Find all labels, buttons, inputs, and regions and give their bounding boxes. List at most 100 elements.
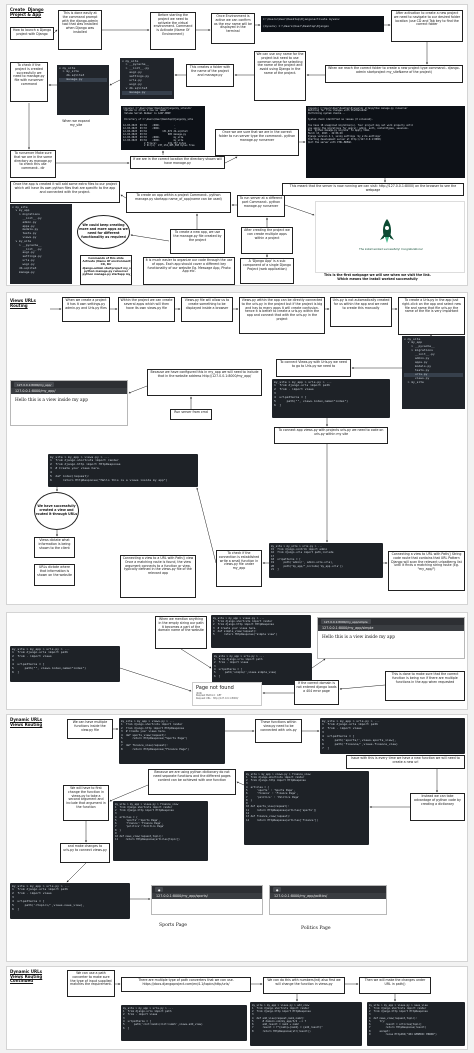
- tree-item[interactable]: __init__.py: [12, 215, 42, 220]
- tree-item[interactable]: > migrations: [12, 212, 40, 217]
- tree-item[interactable]: tests.py: [404, 368, 430, 373]
- tree-item[interactable]: settings.py: [122, 74, 150, 79]
- address-bar[interactable]: 127.0.0.1:8000/my_app/politics/: [270, 893, 386, 899]
- tree-item[interactable]: apps.py: [404, 360, 428, 365]
- code-urls-int: my_site > my_app > urls.py > ... 1 from …: [121, 1005, 247, 1041]
- slide-views-urls-routing: Views URLs Routing When we create a proj…: [6, 292, 468, 605]
- tree-item[interactable]: __init__.py: [12, 246, 42, 251]
- not-found-sub: (404) Request Method: GET Request URL: h…: [196, 691, 239, 701]
- tree-item[interactable]: v my_site: [404, 336, 421, 341]
- note-changes-urls: and make changes to urls.py to connect v…: [60, 843, 110, 863]
- note-good-practice: It is much easier to organize our code t…: [143, 257, 235, 285]
- note-server-running: This meant that the server is now runnin…: [282, 183, 464, 196]
- tree-item[interactable]: > __pycache__: [122, 62, 150, 67]
- file-tree-app: v my_site v my_app > migrations __init__…: [10, 204, 72, 284]
- browser-tab[interactable]: 127.0.0.1:8000/my_app/simple: [321, 619, 371, 624]
- code-app-urls: my_site > my_app > urls.py > ... 1 from …: [272, 379, 390, 418]
- note-sub-component: A 'Django App' is a sub component of a s…: [240, 258, 294, 284]
- tree-item[interactable]: > my_site: [59, 69, 79, 74]
- tree-item[interactable]: urls.py: [12, 258, 35, 263]
- tree-item[interactable]: db.sqlite3: [12, 265, 37, 270]
- tree-item[interactable]: > __pycache__: [404, 344, 435, 349]
- note-name-project: We can use any name for the project but …: [254, 51, 306, 101]
- tree-item[interactable]: > __init__.py: [122, 66, 150, 71]
- tree-item[interactable]: views.py: [404, 376, 430, 381]
- note-create-app: To create an app within a project Comman…: [126, 192, 231, 213]
- tree-item[interactable]: urls.py: [404, 372, 463, 378]
- page-content: Hello this is a view inside my app: [15, 398, 89, 403]
- tree-item[interactable]: v db.sqlite3: [122, 86, 148, 91]
- note-once-app-created: Once the app is created it will add some…: [10, 181, 120, 203]
- note-to-runserver: To runserver Make sure that we are in th…: [10, 150, 56, 178]
- not-found-title: Page not found: [196, 685, 234, 691]
- note-env-active: Once Environment is active we can confir…: [211, 13, 255, 44]
- page-not-found-box: Page not found (404) Request Method: GET…: [192, 682, 262, 706]
- tree-item[interactable]: views.py: [12, 235, 37, 240]
- browser-politics: ● 127.0.0.1:8000/my_app/politics/: [269, 885, 387, 915]
- tree-item[interactable]: v my_site: [12, 238, 32, 243]
- note-functions-within: These functions within view.py need to b…: [255, 719, 302, 743]
- rocket-icon: [376, 218, 398, 244]
- slide-title: Views URLs Routing: [10, 298, 36, 308]
- code-urls-index: my_site > my_app > urls.py > ... 1 from …: [10, 646, 120, 682]
- note-instead: Instead we can take advantage of python …: [410, 793, 465, 821]
- note-to-create-urls: To create a Urls.py in the app just righ…: [398, 297, 465, 335]
- browser-tab[interactable]: 127.0.0.1:8000/my_app/: [14, 382, 55, 387]
- tree-item[interactable]: asgi.py: [122, 70, 142, 75]
- code-urls-multi: my_site > my_app > urls.py > ... 1 from …: [320, 718, 465, 754]
- code-views-news: my_site > my_app > views.py > finance_vi…: [113, 801, 208, 861]
- note-run-different-port: To run server at a different port Comman…: [237, 195, 285, 217]
- tree-item[interactable]: v my_site: [59, 65, 76, 70]
- terminal-activate: C:\Users\User\Desktop\Django>activate my…: [261, 16, 384, 32]
- note-after-activation: After activation to create a new project…: [391, 10, 463, 42]
- tree-item[interactable]: __init__.py: [404, 352, 435, 357]
- tree-item[interactable]: models.py: [404, 364, 432, 369]
- tree-item[interactable]: apps.py: [12, 223, 35, 228]
- note-dictionary: Because we are using python dictionary d…: [148, 769, 236, 795]
- tree-item[interactable]: v my_app: [12, 208, 30, 213]
- tree-item[interactable]: manage.py: [122, 90, 172, 96]
- tree-item[interactable]: > migrations: [404, 348, 433, 353]
- tree-item[interactable]: v my_app: [404, 340, 423, 345]
- tree-item[interactable]: wsgi.py: [122, 82, 142, 87]
- note-issue: Issue with this is every time we have a …: [346, 755, 465, 769]
- politics-page-text: Politics Page: [301, 926, 331, 931]
- tree-item[interactable]: v my_site: [122, 58, 139, 63]
- code-views-try: my_site > my_app > views.py > news_view …: [367, 1002, 465, 1046]
- rocket-success-text: The install worked successfully! Congrat…: [359, 248, 423, 251]
- note-check-connection: To check if the connection is establishe…: [216, 550, 262, 587]
- tree-item[interactable]: wsgi.py: [12, 261, 35, 266]
- tree-item[interactable]: admin.py: [404, 356, 430, 361]
- note-check-project: To check if the project is created succe…: [10, 62, 48, 102]
- address-bar[interactable]: 127.0.0.1:8000/my_app/sports/: [152, 893, 262, 899]
- tree-item[interactable]: urls.py: [122, 78, 142, 83]
- tree-item[interactable]: settings.py: [12, 254, 42, 259]
- note-connect-apps: To connect app views.py with projects ur…: [274, 427, 388, 444]
- tree-item[interactable]: admin.py: [12, 219, 37, 224]
- note-activate-env: Before starting the project we need to a…: [150, 12, 196, 50]
- tree-item[interactable]: > __pycache__: [12, 242, 42, 247]
- note-changes-urls: Then we will make the changes under URL …: [359, 977, 431, 994]
- address-bar[interactable]: 127.0.0.1:8000/my_app/simple: [318, 625, 464, 631]
- code-views-int: my_site > my_app > views.py > add_view 1…: [250, 1002, 362, 1046]
- tree-item[interactable]: > my_site: [404, 379, 424, 384]
- tree-item[interactable]: manage.py: [12, 269, 35, 274]
- code-views-simple: my_site > my_app > views.py > ... 1 from…: [211, 615, 311, 648]
- note-run-server: Run server from cmd: [170, 409, 212, 420]
- tree-item[interactable]: tests.py: [12, 231, 37, 236]
- tree-item[interactable]: v my_site: [12, 204, 28, 209]
- sports-page-text: Sports Page: [159, 923, 187, 928]
- note-not-found: If the correct domain is not entered dja…: [294, 680, 339, 705]
- address-bar[interactable]: 127.0.0.1:8000/my_app/: [11, 388, 127, 394]
- note-urls-not-created: Urls.py is not automatically created for…: [330, 297, 392, 327]
- tree-item[interactable]: db.sqlite3: [59, 73, 85, 78]
- note-connecting-view: Connecting a view to a URL with Path() v…: [120, 555, 196, 598]
- browser-simple: 127.0.0.1:8000/my_app/simple 127.0.0.1:8…: [317, 617, 465, 659]
- slide-path-converters: Dynamic URLs Views Routing Continued We …: [6, 966, 468, 1050]
- tree-item[interactable]: manage.py: [59, 77, 107, 83]
- note-how-to-launch: How to launch a Django project with Djan…: [10, 27, 54, 40]
- tree-item[interactable]: models.py: [12, 227, 39, 232]
- browser-tab[interactable]: ●: [273, 887, 282, 892]
- browser-tab[interactable]: ●: [155, 887, 164, 892]
- tree-item[interactable]: asgi.py: [12, 250, 35, 255]
